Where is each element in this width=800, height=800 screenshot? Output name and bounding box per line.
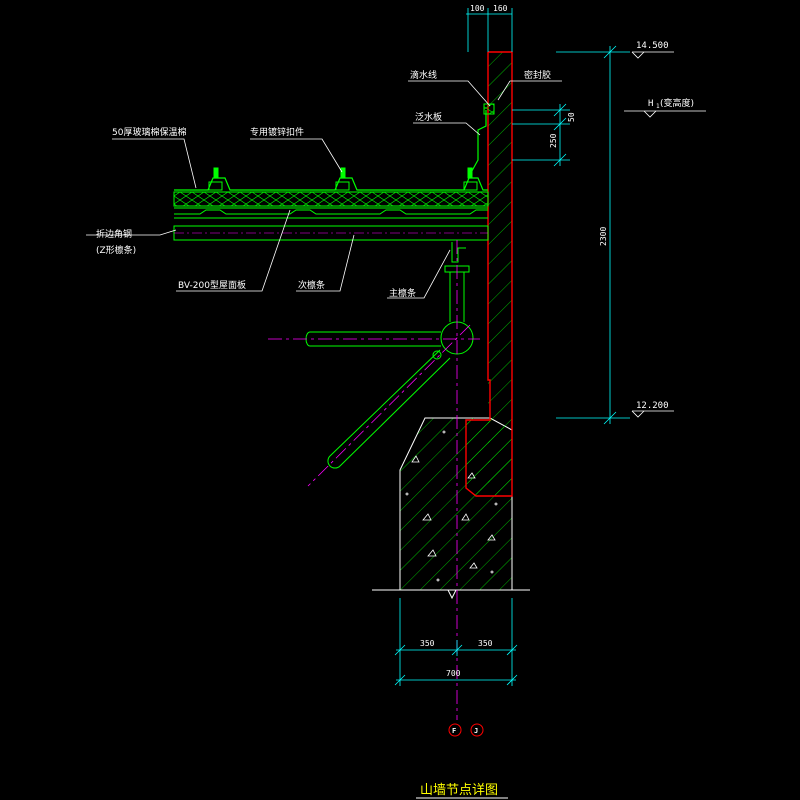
label-clip: 专用镀锌扣件 xyxy=(250,126,304,138)
label-insulation: 50厚玻璃棉保温棉 xyxy=(112,126,186,138)
dim-total: 700 xyxy=(446,669,461,678)
level-h1-sub: 1 xyxy=(656,103,660,110)
concrete-aggregate xyxy=(405,430,498,582)
axis-bubble-right xyxy=(470,723,484,737)
level-h1-note: (变高度) xyxy=(660,97,694,109)
flashing-plate xyxy=(467,110,487,179)
galvanized-clips xyxy=(208,167,478,191)
level-top: 14.500 xyxy=(636,41,669,51)
vertical-dimensions xyxy=(512,45,630,425)
corrugated-deck xyxy=(174,209,488,215)
axis-label-right: J xyxy=(474,727,478,735)
bottom-dimensions xyxy=(394,598,518,686)
label-z-purlin: (Z形檩条) xyxy=(96,244,136,256)
dim-50: 50 xyxy=(567,112,576,122)
masonry-wall xyxy=(465,51,513,497)
dim-2300: 2300 xyxy=(599,227,608,246)
axis-label-left: F xyxy=(452,727,456,735)
label-sealant: 密封胶 xyxy=(524,69,551,81)
dim-left-half: 350 xyxy=(420,639,435,648)
label-flashing: 泛水板 xyxy=(415,111,442,123)
drawing-title: 山墙节点详图 xyxy=(420,783,498,798)
label-secondary-purlin: 次檩条 xyxy=(298,279,325,291)
level-bottom: 12.200 xyxy=(636,401,669,411)
roof-top-panel xyxy=(174,177,488,191)
dim-right-half: 350 xyxy=(478,639,493,648)
annotations xyxy=(86,80,562,299)
drip-edge xyxy=(483,103,495,115)
level-marks xyxy=(624,51,706,418)
axis-bubbles: F J xyxy=(448,723,484,737)
label-edge-angle: 折边角钢 xyxy=(96,228,132,240)
diagonal-tube xyxy=(327,349,451,469)
dim-250: 250 xyxy=(549,133,558,148)
level-h1: H xyxy=(648,99,653,109)
label-roof-panel: BV-200型屋面板 xyxy=(178,279,246,291)
axis-bubble-left xyxy=(448,723,462,737)
roof-assembly xyxy=(173,103,495,241)
label-texts: 50厚玻璃棉保温棉 专用镀锌扣件 滴水线 密封胶 泛水板 折边角钢 (Z形檩条)… xyxy=(96,69,551,299)
dim-top-left: 100 xyxy=(470,4,485,13)
dim-top-right: 160 xyxy=(493,4,508,13)
label-gutter: 滴水线 xyxy=(410,69,437,81)
wall-outline xyxy=(465,51,513,497)
top-dimensions xyxy=(466,8,513,52)
label-main-purlin: 主檩条 xyxy=(389,287,416,299)
